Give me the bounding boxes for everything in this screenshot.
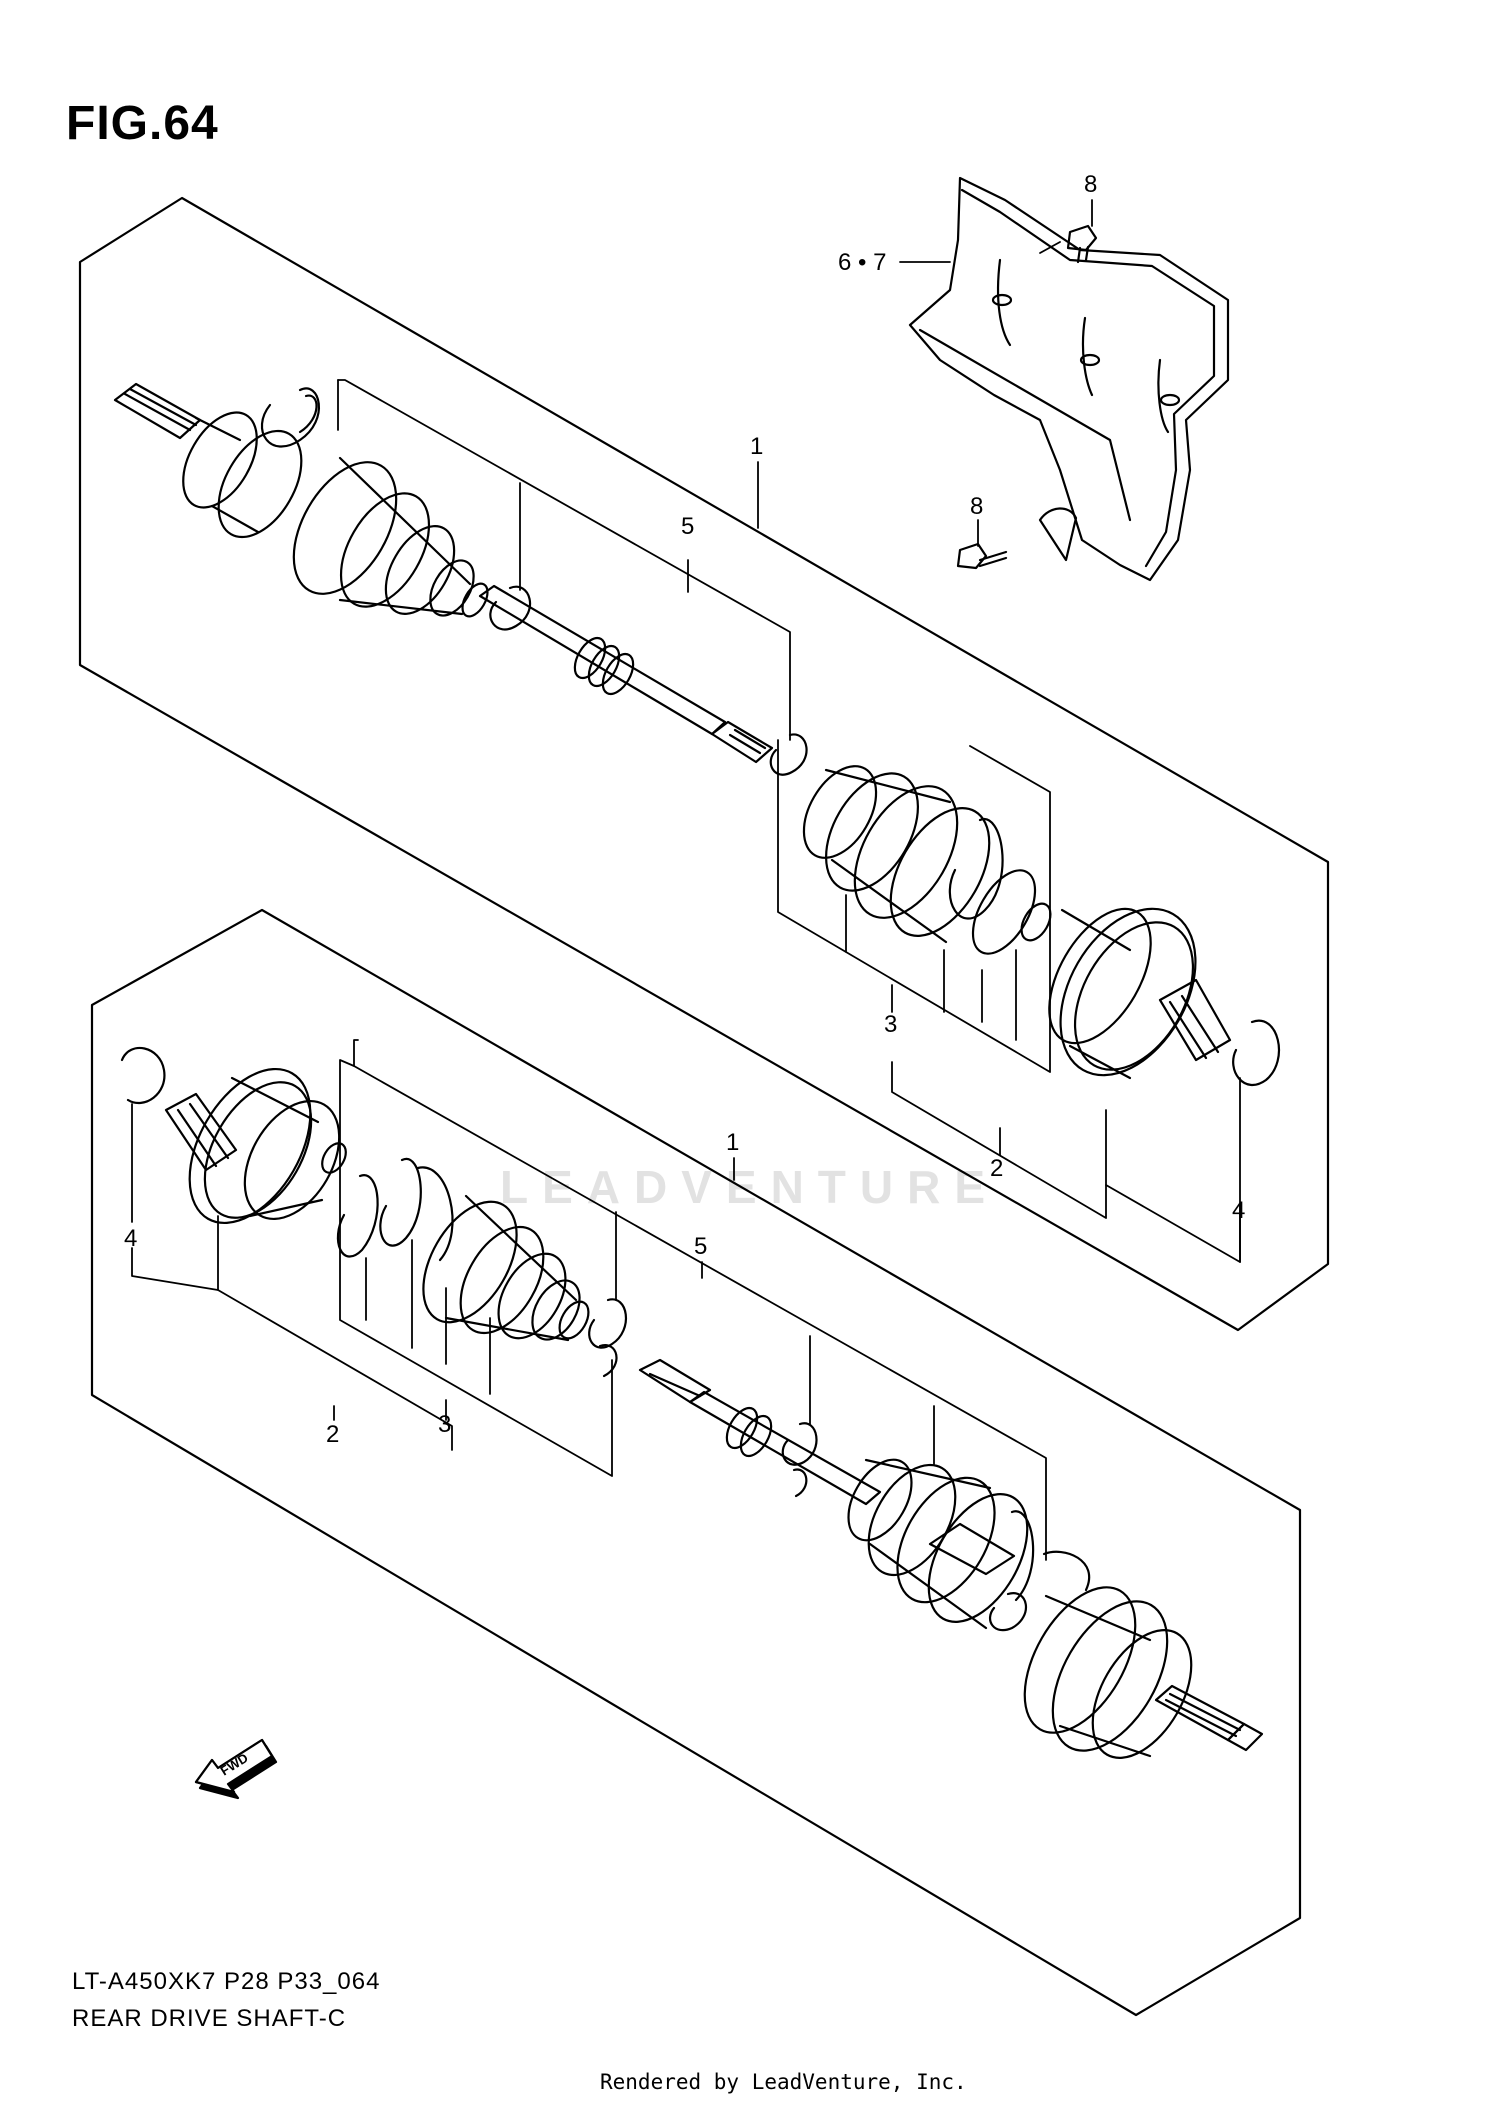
- upper-right-boot: [802, 765, 1052, 955]
- upper-outer-cv-joint: [113, 382, 320, 539]
- lower-inner-cv-joint: [120, 1046, 347, 1225]
- upper-left-boot: [292, 456, 532, 631]
- upper-inner-cv-joint: [1048, 907, 1281, 1087]
- rendered-by-credit: Rendered by LeadVenture, Inc.: [600, 2070, 967, 2094]
- lower-outer-boot: [847, 1458, 1035, 1632]
- upper-callout-leaders: [337, 379, 1241, 1263]
- lower-inner-boot: [336, 1157, 627, 1378]
- callout-bolt-top-8: 8: [1084, 171, 1097, 198]
- skid-guard-plate: [908, 176, 1230, 582]
- lower-shaft-bar: [638, 1358, 882, 1506]
- diagram-name: REAR DRIVE SHAFT-C: [72, 2005, 347, 2032]
- lower-callout-leaders: [131, 1039, 1047, 1561]
- callout-upper-1: 1: [750, 433, 763, 460]
- lower-outer-cv-joint: [928, 1522, 1264, 1759]
- callout-upper-3: 3: [884, 1011, 897, 1038]
- callout-lower-1: 1: [726, 1129, 739, 1156]
- callout-upper-2: 2: [990, 1155, 1003, 1182]
- guard-callout-leaders: [899, 199, 1093, 547]
- upper-shaft-bar: [478, 584, 808, 776]
- callout-bolt-bottom-8: 8: [970, 493, 983, 520]
- callout-upper-4: 4: [1232, 1197, 1245, 1224]
- callout-upper-5: 5: [681, 513, 694, 540]
- bolt-bottom: [956, 542, 1008, 570]
- callout-lower-2: 2: [326, 1421, 339, 1448]
- lower-assembly-panel: [90, 908, 1302, 2017]
- bolt-top: [1066, 224, 1098, 264]
- model-code: LT-A450XK7 P28 P33_064: [72, 1968, 381, 1995]
- callout-guard-6-7: 6 • 7: [838, 249, 886, 276]
- fwd-arrow-icon: [194, 1738, 278, 1800]
- upper-assembly-panel: [78, 196, 1330, 1332]
- callout-lower-3: 3: [438, 1411, 451, 1438]
- callout-lower-5: 5: [694, 1233, 707, 1260]
- callout-lower-4: 4: [124, 1225, 137, 1252]
- figure-title: FIG.64: [66, 97, 219, 150]
